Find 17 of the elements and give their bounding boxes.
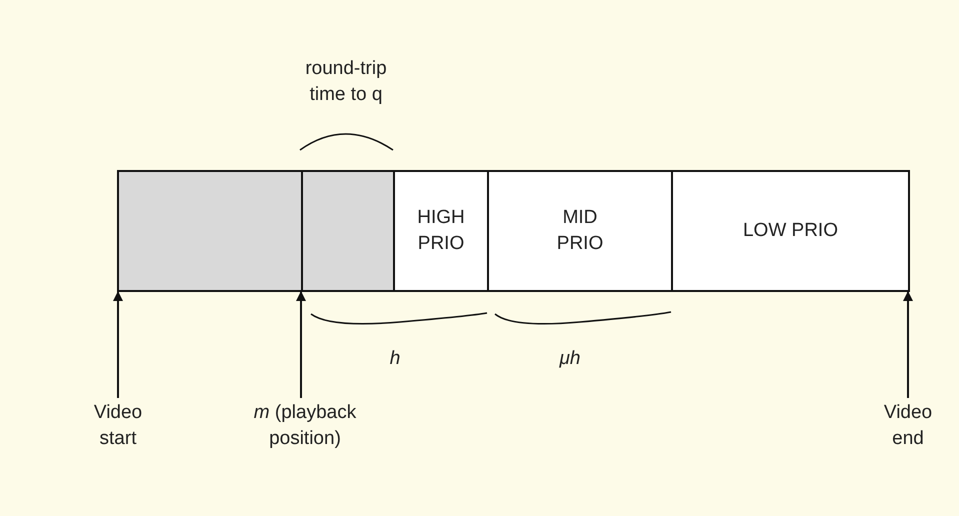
buffer-segment — [117, 170, 303, 292]
marker-label: m (playback position) — [230, 400, 380, 452]
length-label: μh — [558, 347, 582, 371]
marker-label: Video end — [878, 400, 938, 452]
segment-label: HIGH PRIO — [416, 206, 466, 256]
arrow — [296, 291, 306, 398]
annotation-label: round-trip time to q — [304, 57, 388, 107]
segment-label: LOW PRIO — [742, 219, 838, 244]
buffer-segment — [301, 170, 395, 292]
segment-label: MID PRIO — [556, 206, 604, 256]
arrow — [113, 291, 123, 398]
marker-label: Video start — [88, 400, 148, 452]
arrow — [903, 291, 913, 398]
priority-segment — [487, 170, 673, 292]
length-label: h — [388, 347, 402, 371]
priority-segment — [393, 170, 489, 292]
priority-segment — [671, 170, 910, 292]
